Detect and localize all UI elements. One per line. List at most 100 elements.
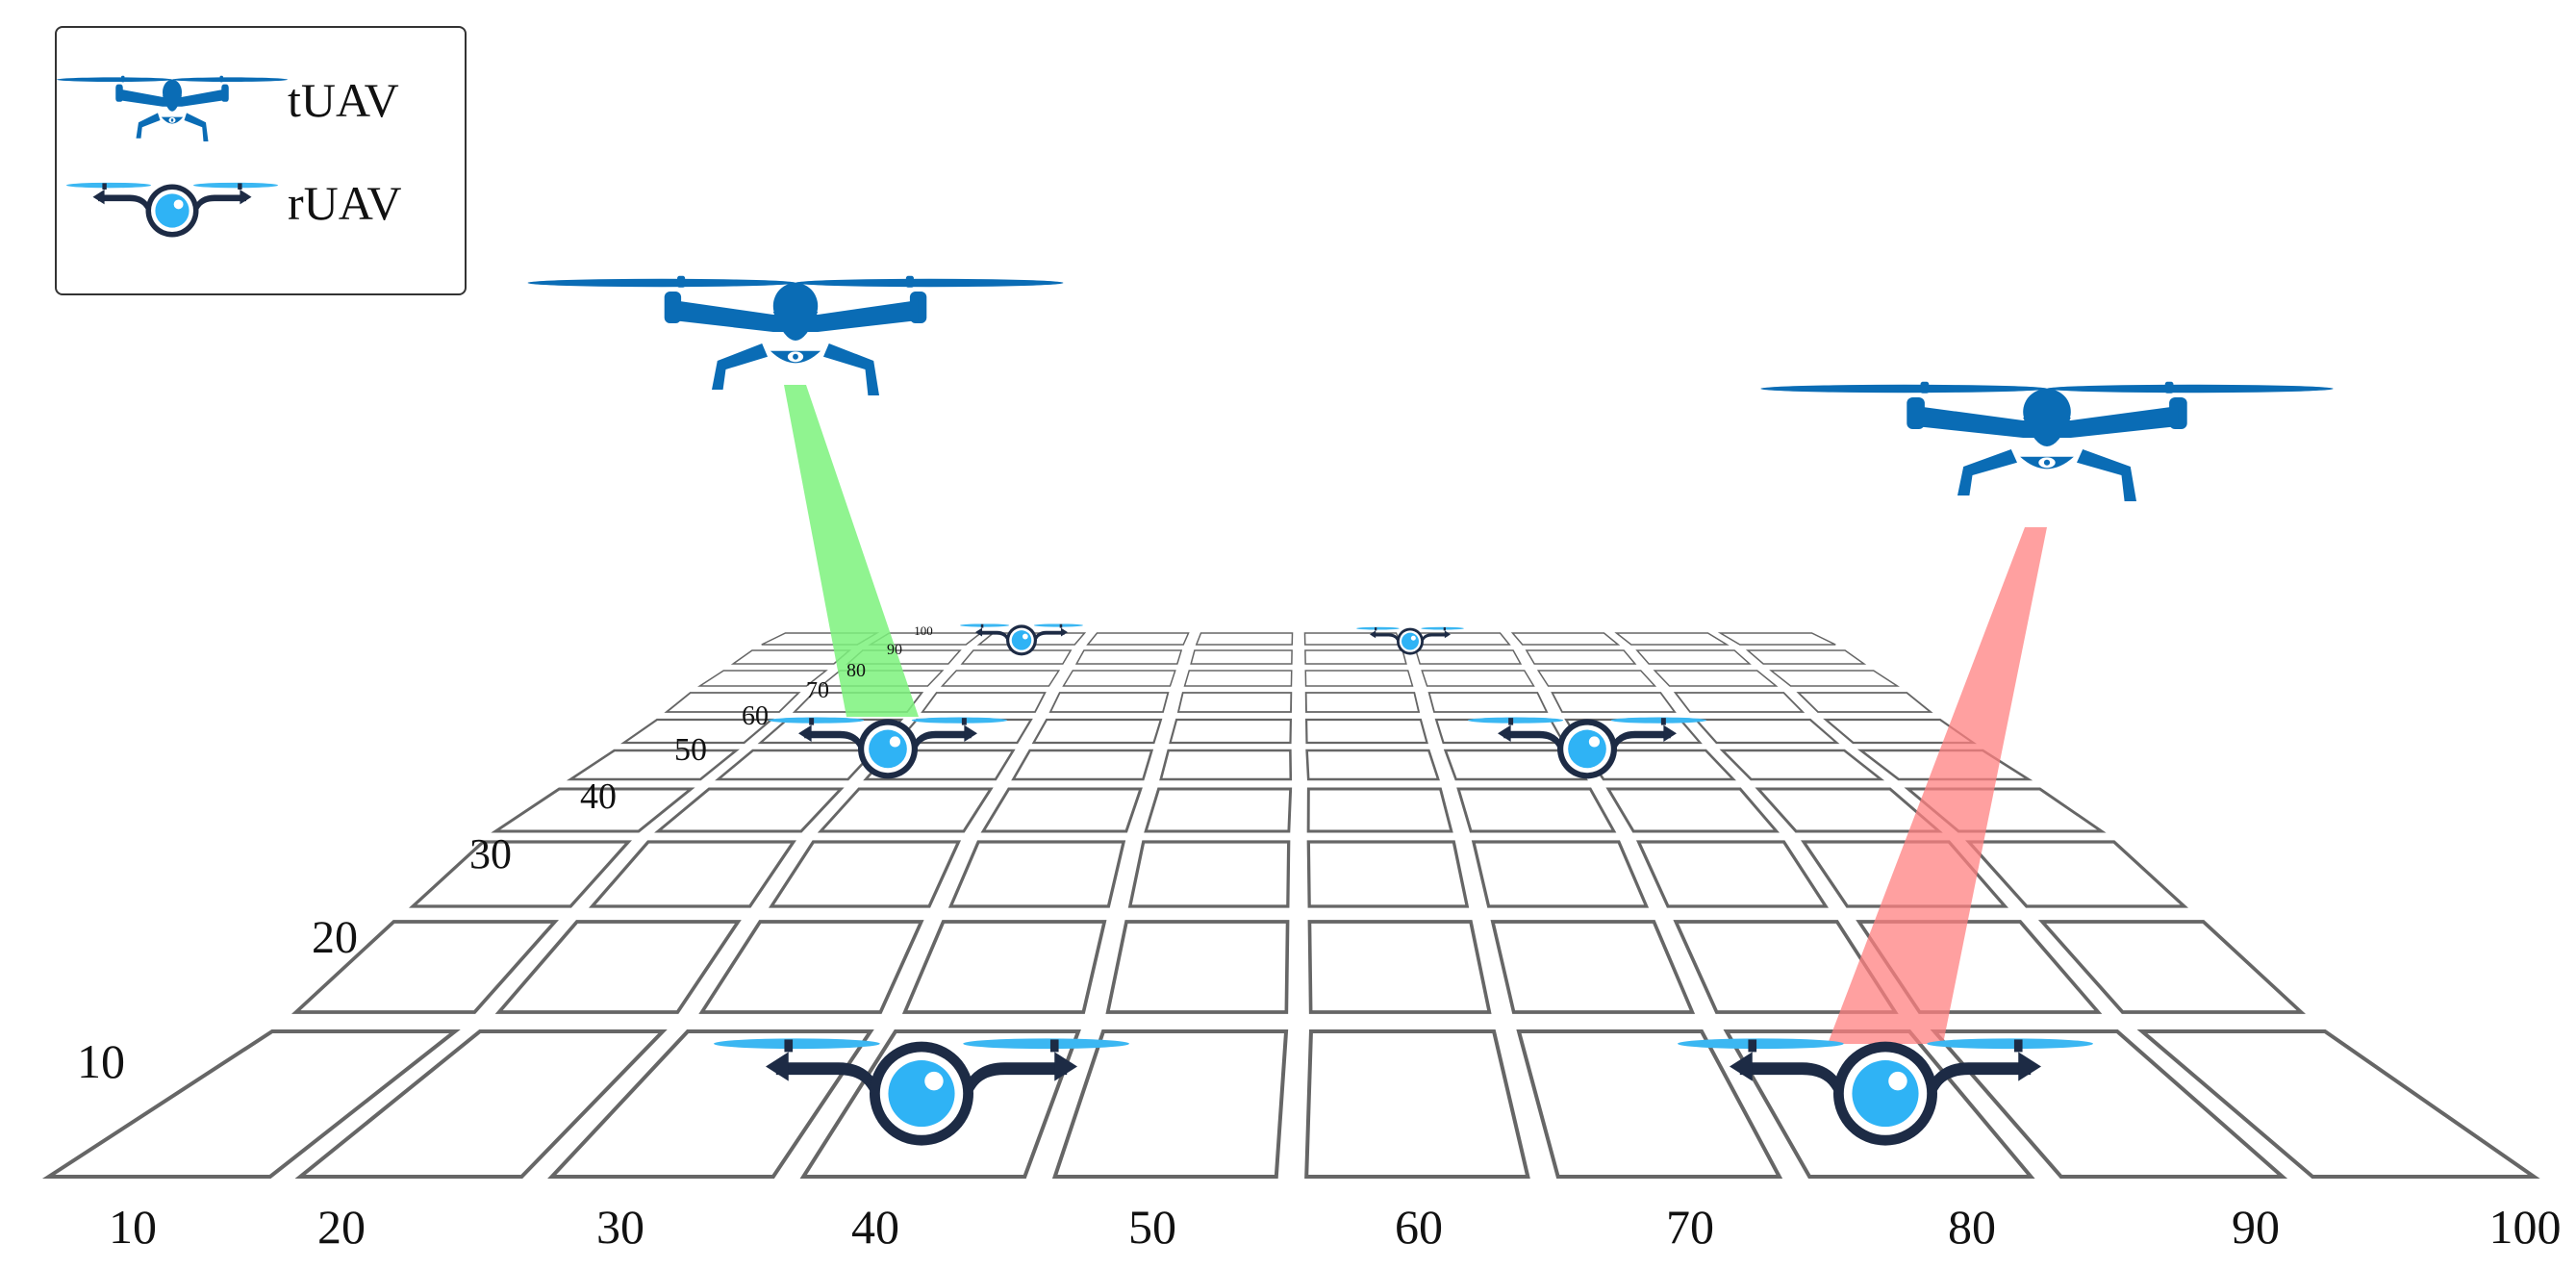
grid-cell [654, 787, 845, 833]
grid-cell [41, 1029, 461, 1179]
grid-cell [980, 787, 1143, 833]
grid-cell [1456, 787, 1617, 833]
grid-cell [1823, 718, 1977, 745]
grid-cell [1190, 649, 1293, 665]
x-tick-label: 30 [596, 1200, 644, 1254]
red-beam [1828, 527, 2047, 1044]
depth-tick-label: 80 [846, 660, 866, 681]
grid-cell [1195, 632, 1294, 646]
grid-cell [960, 649, 1073, 665]
grid-cell [2037, 920, 2306, 1014]
grid-cell [1414, 649, 1523, 665]
grid-cell [1086, 632, 1190, 646]
grid-cell [1304, 692, 1421, 713]
grid-cell [1421, 670, 1535, 687]
depth-tick-label: 100 [914, 623, 933, 638]
depth-tick-label: 40 [580, 776, 617, 817]
grid-cell [1434, 718, 1566, 745]
grid-cell [1965, 840, 2189, 908]
grid-cell [1144, 787, 1293, 833]
legend-item-tuav: tUAV [57, 52, 465, 148]
grid-cell [1427, 692, 1549, 713]
grid-cell [817, 787, 994, 833]
grid-cell [1745, 649, 1867, 665]
grid-cell [1304, 718, 1428, 745]
grid-cell [408, 840, 632, 908]
grid-cell [1105, 920, 1290, 1014]
grid-cell [940, 670, 1061, 687]
beam-layer [784, 385, 2047, 1044]
legend-label-ruav: rUAV [288, 176, 402, 230]
x-tick-label: 70 [1666, 1200, 1714, 1254]
grid-cell [768, 840, 962, 908]
grid-cell [1169, 718, 1293, 745]
grid-cell [1719, 749, 1885, 781]
grid-cell [1536, 670, 1657, 687]
grid-cell [1525, 649, 1637, 665]
grid-cell [566, 749, 740, 781]
tuav-right-icon [1760, 381, 2334, 501]
depth-tick-label: 10 [77, 1034, 125, 1088]
grid-cell [1307, 920, 1492, 1014]
grid-cell [1673, 692, 1806, 713]
grid-cell [1062, 670, 1176, 687]
grid-cell [697, 670, 828, 687]
x-tick-label: 80 [1948, 1200, 1996, 1254]
grid-cell [1693, 718, 1840, 745]
ground-grid [41, 632, 2540, 1179]
grid-cell [1490, 920, 1696, 1014]
depth-tick-label: 70 [806, 678, 829, 703]
grid-cell [1305, 749, 1440, 781]
grid-cell [1304, 670, 1414, 687]
grid-cell [1471, 840, 1650, 908]
grid-cell [1304, 1029, 1530, 1179]
grid-cell [1051, 1029, 1289, 1179]
grid-cell [1653, 670, 1779, 687]
grid-cell [1614, 632, 1730, 646]
grid-cell [1011, 749, 1154, 781]
grid-cell [588, 840, 796, 908]
legend-label-tuav: tUAV [288, 73, 399, 127]
x-tick-label: 40 [851, 1200, 899, 1254]
grid-cell [1304, 649, 1407, 665]
depth-tick-label: 30 [469, 830, 512, 877]
relay-drone-icon [66, 182, 278, 238]
grid-cell [1516, 1029, 1783, 1179]
x-tick-label: 60 [1395, 1200, 1443, 1254]
depth-tick-label: 60 [742, 701, 769, 731]
grid-cell [2136, 1029, 2540, 1179]
grid-cell [1306, 840, 1470, 908]
grid-cell [1551, 692, 1677, 713]
grid-cell [664, 692, 801, 713]
grid-cell [1635, 649, 1752, 665]
grid-cell [1510, 632, 1621, 646]
grid-cell [1159, 749, 1293, 781]
x-tick-label: 10 [109, 1200, 157, 1254]
grid-cell [1796, 692, 1933, 713]
green-beam [784, 385, 919, 717]
grid-cell [730, 649, 852, 665]
grid-cell [921, 692, 1047, 713]
grid-cell [1635, 840, 1830, 908]
grid-cell [1673, 920, 1899, 1014]
grid-cell [947, 840, 1126, 908]
legend-box: tUAV rUAV [55, 26, 467, 295]
grid-cell [1605, 787, 1780, 833]
grid-cell [1755, 787, 1943, 833]
grid-cell [294, 1029, 668, 1179]
depth-tick-label: 90 [887, 642, 902, 658]
grid-cell [1717, 632, 1836, 646]
grid-cell [494, 920, 742, 1014]
grid-cell [715, 749, 878, 781]
grid-cell [291, 920, 560, 1014]
x-tick-label: 50 [1128, 1200, 1176, 1254]
grid-cell [901, 920, 1107, 1014]
grid-cell [1074, 649, 1183, 665]
grid-cell [1127, 840, 1291, 908]
x-tick-label: 20 [317, 1200, 366, 1254]
grid-cell [1769, 670, 1900, 687]
tuav-left-icon [527, 275, 1064, 395]
